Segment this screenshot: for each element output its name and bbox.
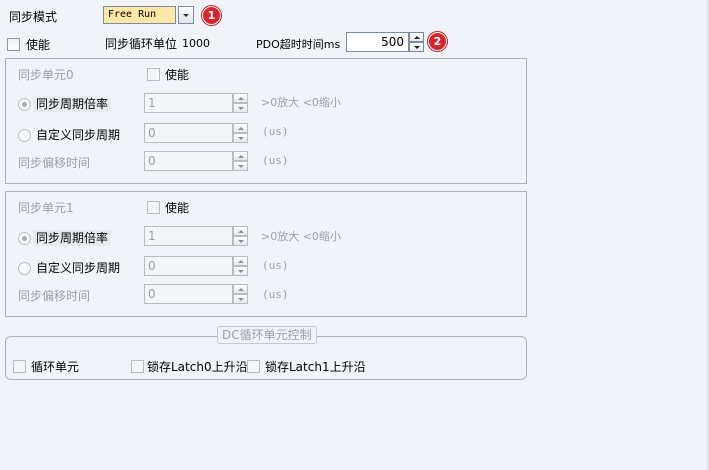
sync-unit-0-custom-label: 自定义同步周期	[36, 128, 121, 142]
sync-unit-0-ratio-hint: >0放大 <0缩小	[261, 96, 341, 109]
arrow-down-icon	[238, 298, 244, 301]
sync-unit-0-panel: 同步单元0 使能 同步周期倍率 1 >0放大 <0缩小 自定义同步周期 0 (u…	[5, 58, 527, 184]
sync-unit-1-ratio-label: 同步周期倍率	[33, 230, 112, 246]
increment-button[interactable]	[233, 226, 248, 236]
sync-unit-0-ratio-input[interactable]: 1	[144, 93, 233, 113]
callout-badge-1: 1	[202, 6, 221, 25]
decrement-button[interactable]	[233, 294, 248, 304]
arrow-down-icon	[238, 137, 244, 140]
sync-unit-0-custom-spinbox[interactable]: 0	[144, 123, 250, 143]
sync-unit-1-enable-checkbox[interactable]	[147, 201, 160, 214]
sync-unit-1-offset-spinbox[interactable]: 0	[144, 284, 250, 304]
sync-unit-0-custom-radio[interactable]	[18, 129, 31, 142]
sync-unit-0-ratio-radio[interactable]	[18, 98, 31, 111]
decrement-button[interactable]	[409, 42, 424, 52]
sync-unit-1-custom-radio[interactable]	[18, 262, 31, 275]
increment-button[interactable]	[233, 284, 248, 294]
sync-unit-1-enable-label: 使能	[165, 201, 190, 215]
latch1-label: 锁存Latch1上升沿	[265, 360, 366, 374]
latch0-label: 锁存Latch0上升沿	[147, 360, 248, 374]
sync-unit-1-offset-unit: (us)	[262, 288, 289, 301]
sync-unit-0-offset-unit: (us)	[262, 154, 289, 167]
sync-unit-1-ratio-input[interactable]: 1	[144, 226, 233, 246]
latch1-checkbox[interactable]	[247, 360, 260, 373]
increment-button[interactable]	[233, 151, 248, 161]
dc-control-title: DC循环单元控制	[217, 326, 317, 344]
sync-unit-0-offset-label: 同步偏移时间	[18, 156, 91, 170]
sync-unit-1-ratio-spinbox[interactable]: 1	[144, 226, 250, 246]
sync-unit-0-custom-input[interactable]: 0	[144, 123, 233, 143]
sync-cycle-unit-label: 同步循环单位	[105, 37, 178, 51]
dc-control-panel: 循环单元 锁存Latch0上升沿 锁存Latch1上升沿	[5, 336, 527, 380]
sync-unit-1-offset-input[interactable]: 0	[144, 284, 233, 304]
arrow-up-icon	[238, 127, 244, 130]
sync-unit-1-ratio-radio[interactable]	[18, 232, 31, 245]
decrement-button[interactable]	[233, 133, 248, 143]
sync-mode-label: 同步模式	[9, 10, 58, 24]
chevron-down-icon	[183, 14, 189, 17]
sync-unit-1-title: 同步单元1	[18, 201, 74, 215]
callout-badge-2: 2	[428, 32, 447, 51]
sync-mode-dropdown-button[interactable]	[178, 6, 194, 24]
sync-unit-0-offset-spinbox[interactable]: 0	[144, 151, 250, 171]
arrow-up-icon	[238, 97, 244, 100]
pdo-timeout-input[interactable]: 500	[346, 32, 409, 52]
cyclic-unit-checkbox[interactable]	[13, 360, 26, 373]
decrement-button[interactable]	[233, 103, 248, 113]
sync-unit-1-custom-input[interactable]: 0	[144, 256, 233, 276]
sync-unit-0-enable-label: 使能	[165, 68, 190, 82]
decrement-button[interactable]	[233, 161, 248, 171]
decrement-button[interactable]	[233, 266, 248, 276]
arrow-down-icon	[238, 270, 244, 273]
latch0-checkbox[interactable]	[131, 360, 144, 373]
arrow-down-icon	[238, 107, 244, 110]
arrow-down-icon	[238, 240, 244, 243]
enable-main-checkbox[interactable]	[7, 38, 20, 51]
arrow-down-icon	[414, 46, 420, 49]
arrow-up-icon	[414, 36, 420, 39]
decrement-button[interactable]	[233, 236, 248, 246]
sync-unit-0-ratio-spinbox[interactable]: 1	[144, 93, 250, 113]
sync-unit-1-panel: 同步单元1 使能 同步周期倍率 1 >0放大 <0缩小 自定义同步周期 0 (u…	[5, 191, 527, 317]
sync-unit-1-offset-label: 同步偏移时间	[18, 289, 91, 303]
arrow-down-icon	[238, 165, 244, 168]
sync-unit-0-custom-unit: (us)	[262, 125, 289, 138]
pdo-timeout-spinbox[interactable]: 500	[346, 32, 426, 52]
arrow-up-icon	[238, 230, 244, 233]
increment-button[interactable]	[233, 123, 248, 133]
sync-unit-1-custom-unit: (us)	[262, 259, 289, 272]
increment-button[interactable]	[233, 93, 248, 103]
sync-cycle-unit-value: 1000	[182, 37, 210, 50]
sync-unit-1-custom-label: 自定义同步周期	[36, 261, 121, 275]
sync-mode-value[interactable]: Free Run	[103, 6, 176, 24]
sync-unit-0-enable-checkbox[interactable]	[147, 68, 160, 81]
arrow-up-icon	[238, 155, 244, 158]
sync-unit-1-custom-spinbox[interactable]: 0	[144, 256, 250, 276]
sync-unit-0-offset-input[interactable]: 0	[144, 151, 233, 171]
sync-unit-1-ratio-hint: >0放大 <0缩小	[261, 230, 341, 243]
enable-main-label: 使能	[26, 38, 51, 52]
cyclic-unit-label: 循环单元	[31, 360, 80, 374]
sync-unit-0-ratio-label: 同步周期倍率	[33, 96, 112, 112]
increment-button[interactable]	[233, 256, 248, 266]
arrow-up-icon	[238, 288, 244, 291]
pdo-timeout-label: PDO超时时间ms	[256, 38, 341, 51]
arrow-up-icon	[238, 260, 244, 263]
window-edge	[707, 0, 709, 470]
sync-mode-combobox[interactable]: Free Run	[103, 6, 194, 24]
sync-unit-0-title: 同步单元0	[18, 68, 74, 82]
increment-button[interactable]	[409, 32, 424, 42]
